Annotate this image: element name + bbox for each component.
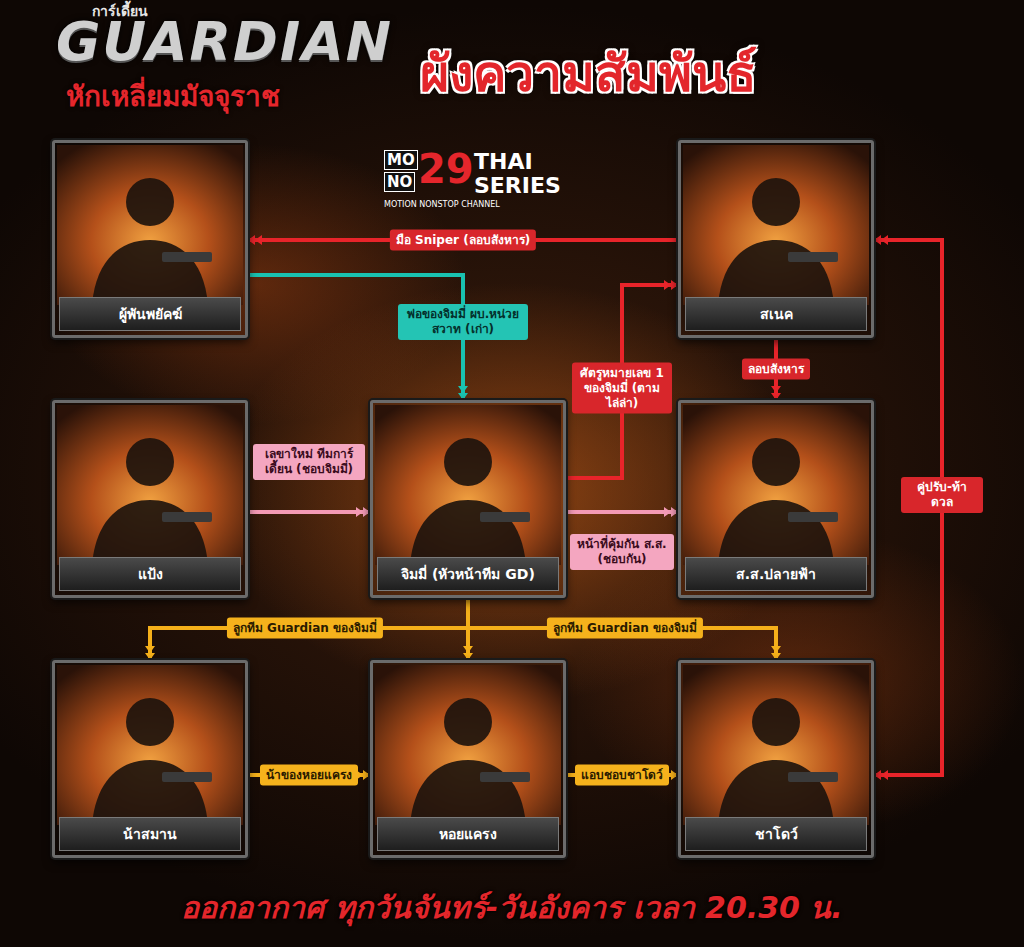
relation-arrow [150, 598, 468, 660]
name-plate: จิมมี่ (หัวหน้าทีม GD) [377, 557, 559, 591]
character-card: จิมมี่ (หัวหน้าทีม GD) [370, 400, 566, 598]
name-plate: หอยแครง [377, 817, 559, 851]
broadcast-caption: ออกอากาศ ทุกวันจันทร์-วันอังคาร เวลา 20.… [0, 884, 1024, 931]
logo-text: MOTION NONSTOP CHANNEL [384, 200, 500, 209]
name-plate: ส.ส.ปลายฟ้า [685, 557, 867, 591]
relation-arrow [566, 510, 678, 514]
chart-title: ผังความสัมพันธ์ [420, 34, 757, 113]
portrait [375, 405, 561, 565]
character-card: สเนค [678, 140, 874, 338]
name-plate: สเนค [685, 297, 867, 331]
character-card: น้าสมาน [52, 660, 248, 858]
character-card: ผู้พันพยัคฆ์ [52, 140, 248, 338]
name-plate: ผู้พันพยัคฆ์ [59, 297, 241, 331]
relation-label: ลอบสังหาร [742, 359, 810, 380]
relation-label: น้าของหอยแครง [260, 765, 358, 786]
relation-label: แอบชอบชาโดว์ [575, 765, 669, 786]
character-card: แป้ง [52, 400, 248, 598]
character-card: หอยแครง [370, 660, 566, 858]
relation-arrow [468, 598, 776, 660]
portrait [683, 665, 869, 825]
portrait [57, 405, 243, 565]
character-card: ส.ส.ปลายฟ้า [678, 400, 874, 598]
relation-label: ลูกทีม Guardian ของจิมมี่ [227, 618, 383, 639]
relation-arrow [566, 285, 678, 478]
relation-label: พ่อของจิมมี่ ผบ.หน่วยสวาท (เก่า) [398, 304, 528, 340]
portrait [683, 145, 869, 305]
logo-text: MO [384, 150, 418, 170]
relation-label: มือ Sniper (ลอบสังหาร) [390, 230, 536, 251]
logo-text: GUARDIAN [56, 10, 393, 73]
relation-label: ศัตรูหมายเลข 1 ของจิมมี่ (ตามไล่ล่า) [572, 363, 672, 414]
portrait [683, 405, 869, 565]
character-card: ชาโดว์ [678, 660, 874, 858]
relation-label: หน้าที่คุ้มกัน ส.ส. (ชอบกัน) [570, 534, 674, 570]
relation-label: เลขาใหม่ ทีมการ์เดี้ยน (ชอบจิมมี่) [253, 444, 365, 480]
logo-text: 29 [418, 146, 474, 192]
relation-label: คู่ปรับ-ท้าดวล [901, 477, 983, 513]
name-plate: แป้ง [59, 557, 241, 591]
name-plate: ชาโดว์ [685, 817, 867, 851]
name-plate: น้าสมาน [59, 817, 241, 851]
logo-text: NO [384, 172, 415, 192]
logo-text: THAI [474, 150, 533, 174]
relation-arrow [248, 510, 370, 514]
logo-text: หักเหลี่ยมมัจจุราช [66, 74, 280, 118]
portrait [375, 665, 561, 825]
portrait [57, 665, 243, 825]
relation-label: ลูกทีม Guardian ของจิมมี่ [547, 618, 703, 639]
portrait [57, 145, 243, 305]
logo-text: SERIES [474, 174, 561, 198]
